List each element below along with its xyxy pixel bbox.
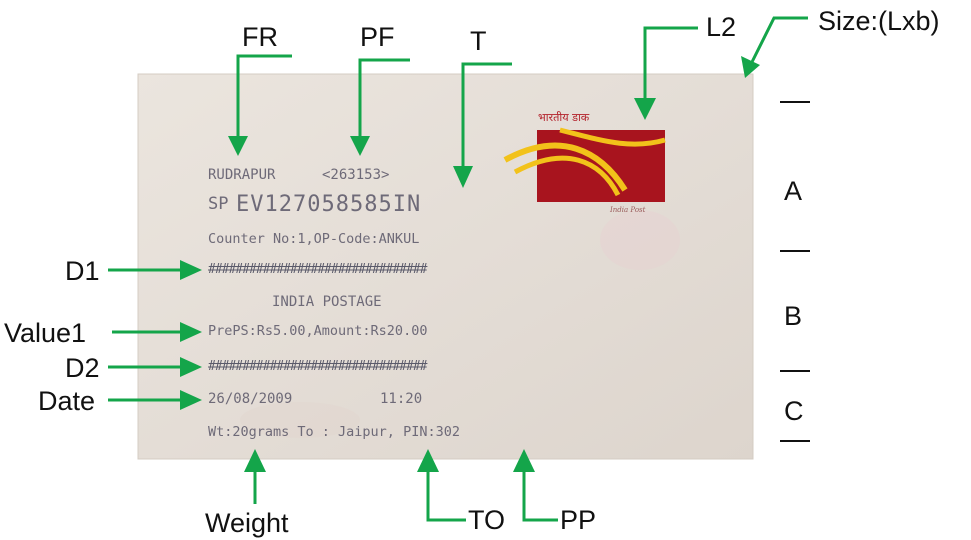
stamp-india-postage: INDIA POSTAGE [272,294,382,310]
dimension-dash [780,101,810,103]
arrow-pf [350,58,410,156]
stamp-counter-line: Counter No:1,OP-Code:ANKUL [208,231,420,247]
logo-swoosh-2 [513,155,621,197]
logo-hindi-text: भारतीय डाक [538,111,590,124]
label-c: C [784,396,804,426]
stamp-barcode-2: ################################ [208,360,427,373]
label-size: Size:(Lxb) [818,6,940,36]
label-a: A [784,176,803,206]
paper-stain [240,402,360,438]
label-pf: PF [360,22,395,52]
logo-english-text: India Post [610,206,646,214]
arrow-to [417,449,466,522]
stamp-barcode-1: ################################ [208,263,427,276]
label-t: T [470,26,487,56]
dimension-dash [780,250,810,252]
dimension-dash [780,370,810,372]
arrow-pp [513,449,558,522]
arrow-date [108,390,202,410]
arrow-fr [228,54,292,156]
stamp-time: 11:20 [380,391,423,407]
arrow-d1 [108,260,202,280]
india-post-logo [503,127,666,202]
label-d2: D2 [65,353,100,383]
stamp-origin-city: RUDRAPUR [208,167,276,183]
logo-swoosh-1 [503,142,628,192]
label-l2: L2 [706,12,737,42]
label-value1: Value1 [4,318,87,348]
paper-stain [600,210,680,270]
label-b: B [784,301,803,331]
stamp-weight-dest-line: Wt:20grams To : Jaipur, PIN:302 [208,424,460,440]
stamp-value-line: PrePS:Rs5.00,Amount:Rs20.00 [208,323,428,339]
stamp-origin-pin: <263153> [322,167,390,183]
stamp-tracking-number: EV127058585IN [236,192,422,217]
dimension-dash [780,440,810,442]
label-d1: D1 [65,256,100,286]
stamp-tracking-prefix: SP [208,194,229,214]
arrow-value1 [112,322,202,342]
arrow-weight [244,449,266,504]
stamp-date: 26/08/2009 [208,391,293,407]
arrow-l2 [634,26,698,120]
label-to: TO [468,505,506,535]
arrow-size [741,16,808,78]
arrow-d2 [108,357,202,377]
logo-swoosh-3 [559,127,666,147]
label-weight: Weight [205,508,289,538]
label-fr: FR [242,22,278,52]
receipt-shadow-edge [137,73,754,460]
arrow-t [453,62,512,188]
label-pp: PP [560,505,597,535]
label-date: Date [38,386,96,416]
